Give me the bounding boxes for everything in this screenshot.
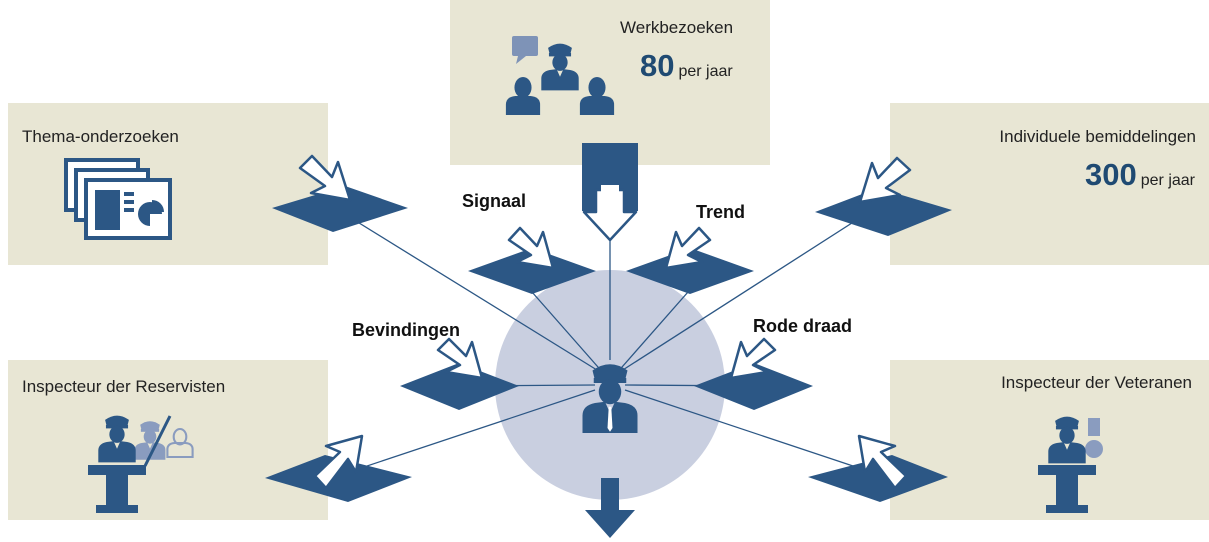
plate-veteranen — [808, 455, 948, 502]
box-inspecteur-veteranen — [890, 360, 1209, 520]
arrow-werkbezoeken — [582, 143, 638, 242]
reports-icon — [64, 158, 172, 240]
werkbezoeken-number: 80 — [640, 48, 675, 83]
plate-bevindingen — [400, 363, 519, 410]
plate-trend — [626, 248, 754, 294]
diamond-plates — [265, 186, 952, 502]
plate-bemiddelingen — [815, 188, 952, 236]
thema-title: Thema-onderzoeken — [22, 127, 179, 146]
label-signaal: Signaal — [462, 191, 527, 211]
arrows — [298, 154, 912, 490]
arrow-thema — [298, 154, 352, 202]
meeting-icon — [505, 36, 615, 115]
label-bevindingen: Bevindingen — [352, 320, 461, 340]
box-werkbezoeken — [450, 0, 770, 165]
arrow-rode-draad — [729, 337, 777, 380]
reservisten-title: Inspecteur der Reservisten — [22, 377, 226, 396]
veteranen-title: Inspecteur der Veteranen — [1001, 373, 1192, 392]
arrow-reservisten — [313, 434, 364, 490]
bemiddelingen-title: Individuele bemiddelingen — [999, 127, 1196, 146]
arrow-bemiddelingen — [858, 156, 912, 204]
reservist-inspector-icon — [88, 415, 194, 513]
arrow-bevindingen — [436, 337, 484, 380]
werkbezoeken-title: Werkbezoeken — [620, 18, 734, 37]
arrow-trend — [664, 226, 712, 270]
plate-signaal — [468, 248, 596, 294]
inspector-general-icon — [582, 364, 638, 433]
label-trend: Trend — [696, 202, 746, 222]
box-individuele-bemiddelingen — [890, 103, 1209, 265]
box-inspecteur-reservisten — [8, 360, 328, 520]
plate-rode-draad — [694, 363, 813, 410]
werkbezoeken-unit: per jaar — [678, 63, 733, 80]
label-rode-draad: Rode draad — [753, 316, 853, 336]
plate-thema — [272, 186, 408, 232]
arrow-output — [585, 478, 635, 538]
bemiddelingen-number: 300 — [1085, 157, 1137, 192]
bemiddelingen-unit: per jaar — [1140, 172, 1195, 189]
veteran-inspector-icon — [1038, 416, 1103, 513]
arrow-signaal — [507, 226, 555, 270]
arrow-veteranen — [857, 434, 908, 490]
plate-reservisten — [265, 455, 412, 502]
